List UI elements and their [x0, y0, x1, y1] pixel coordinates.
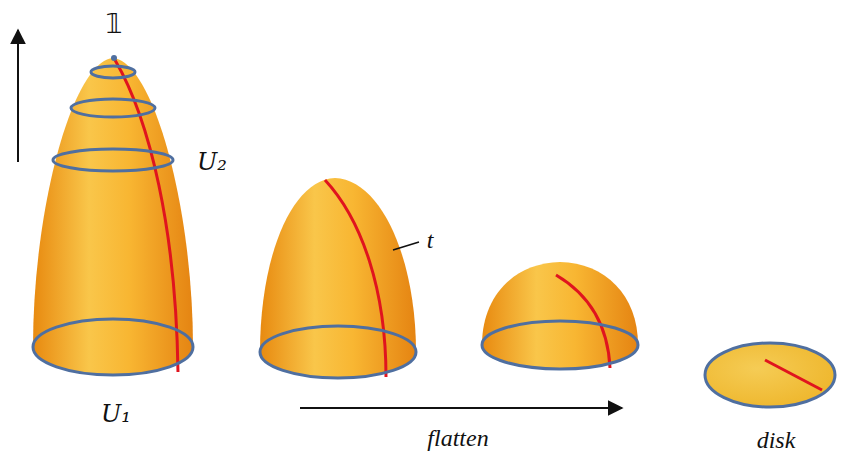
set-label: U₂ — [197, 150, 227, 174]
curve-label: t — [427, 228, 434, 252]
flat-dome — [482, 262, 638, 369]
shape-label: disk — [757, 428, 796, 452]
identity-label: 𝟙 — [106, 11, 123, 37]
up-arrow — [17, 30, 19, 162]
medium-dome — [260, 178, 419, 378]
tall-dome — [33, 55, 193, 375]
disk-shape — [705, 343, 835, 407]
set-label: U₁ — [101, 402, 131, 426]
process-label: flatten — [427, 426, 488, 450]
flatten-arrow — [300, 407, 622, 409]
